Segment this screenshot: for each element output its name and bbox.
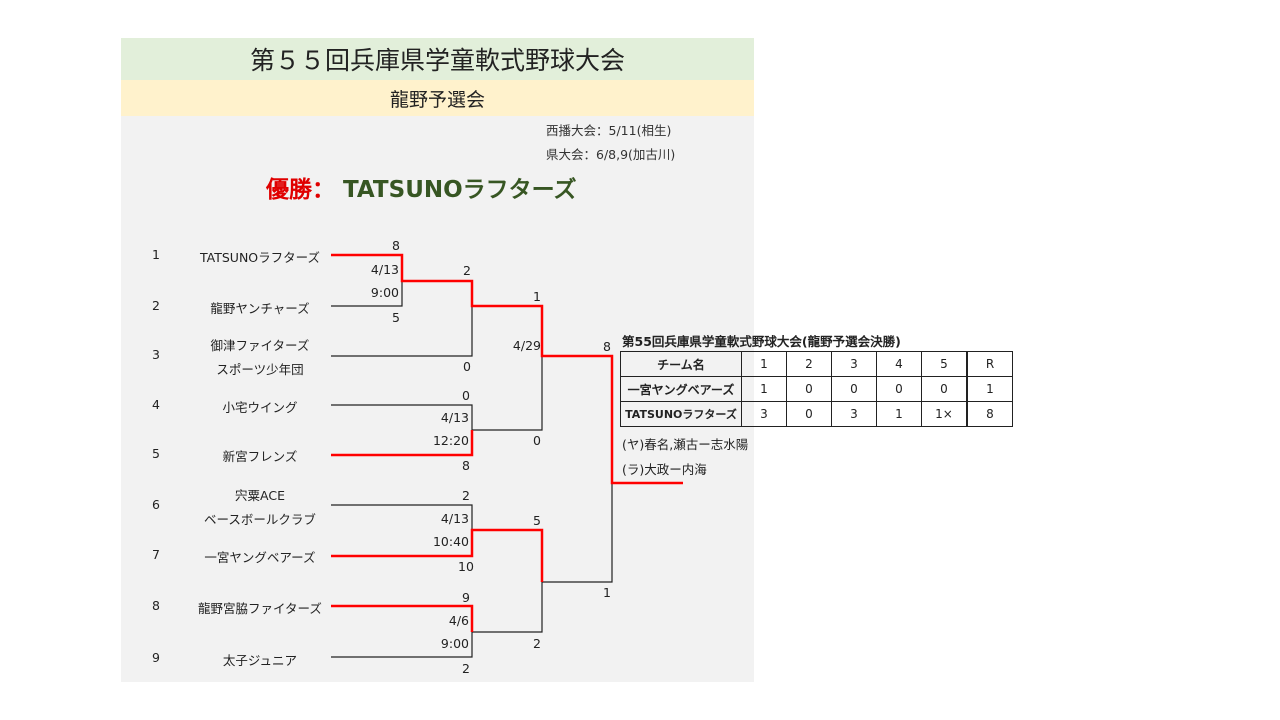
team-name: 小宅ウイング <box>222 400 298 415</box>
team-name: 御津ファイターズ <box>210 338 310 353</box>
match-score: 0 <box>533 433 541 448</box>
match-score: 2 <box>533 636 541 651</box>
match-score: 9 <box>462 590 470 605</box>
bracket-line <box>472 356 543 431</box>
inning-cell: 3 <box>831 401 877 427</box>
seed-number: 6 <box>152 497 160 512</box>
match-score: 5 <box>533 513 541 528</box>
seed-number: 1 <box>152 247 160 262</box>
table-row: 一宮ヤングベアーズ 1 0 0 0 0 1 <box>620 376 1013 402</box>
winner-path <box>331 604 474 632</box>
match-score: 2 <box>462 661 470 676</box>
total-cell: 1 <box>966 376 1013 402</box>
seed-number: 9 <box>152 650 160 665</box>
bracket-line <box>472 582 543 633</box>
match-score: 10 <box>458 559 474 574</box>
winner-team: TATSUNOラフターズ <box>343 177 577 203</box>
match-time: 9:00 <box>370 285 399 300</box>
scoreboard-table: チーム名 1 2 3 4 5 R 一宮ヤングベアーズ 1 0 0 0 0 1 T… <box>620 351 1013 427</box>
seed-number: 3 <box>152 347 160 362</box>
match-score: 5 <box>392 310 400 325</box>
team-name: ベースボールクラブ <box>204 512 316 527</box>
total-cell: 8 <box>966 401 1013 427</box>
team-name: 太子ジュニア <box>222 653 298 668</box>
inning-cell: 0 <box>786 401 832 427</box>
seed-number: 5 <box>152 446 160 461</box>
match-time: 12:20 <box>432 433 469 448</box>
team-name: 龍野ヤンチャーズ <box>210 301 310 316</box>
inning-cell: 0 <box>786 376 832 402</box>
winner-label: 優勝： <box>266 177 335 203</box>
battery-yanchars: (ヤ)春名,瀬古ー志水陽 <box>622 437 749 452</box>
seed-number: 4 <box>152 397 160 412</box>
header-cell: 1 <box>741 351 787 377</box>
team-name: 宍粟ACE <box>235 488 285 503</box>
header-cell: R <box>966 351 1013 377</box>
scoreboard-title: 第55回兵庫県学童軟式野球大会(龍野予選会決勝) <box>622 334 901 349</box>
team-cell: 一宮ヤングベアーズ <box>620 376 742 402</box>
inning-cell: 0 <box>921 376 968 402</box>
page-subtitle: 龍野予選会 <box>121 80 754 116</box>
inning-cell: 0 <box>876 376 922 402</box>
title-text: 第５５回兵庫県学童軟式野球大会 <box>249 46 625 75</box>
match-score: 8 <box>392 238 400 253</box>
match-score: 2 <box>462 488 470 503</box>
header-cell: チーム名 <box>620 351 742 377</box>
inning-cell: 0 <box>831 376 877 402</box>
final-score: 8 <box>603 339 611 354</box>
winner-banner: 優勝： TATSUNOラフターズ <box>266 170 577 204</box>
page-title: 第５５回兵庫県学童軟式野球大会 <box>121 38 754 80</box>
team-cell: TATSUNOラフターズ <box>620 401 742 427</box>
winner-path <box>331 253 683 485</box>
bracket-line <box>331 632 473 658</box>
match-score: 1 <box>533 289 541 304</box>
table-row: TATSUNOラフターズ 3 0 3 1 1× 8 <box>620 401 1013 427</box>
team-name: 新宮フレンズ <box>222 449 298 464</box>
header-cell: 3 <box>831 351 877 377</box>
bracket-line <box>331 281 403 307</box>
battery-laughters: (ラ)大政ー内海 <box>622 462 707 477</box>
header-cell: 2 <box>786 351 832 377</box>
seed-number: 8 <box>152 598 160 613</box>
match-time: 10:40 <box>432 534 469 549</box>
seed-number: 2 <box>152 298 160 313</box>
inning-cell: 1× <box>921 401 968 427</box>
schedule-prefectural: 県大会：6/8,9(加古川) <box>546 147 676 162</box>
final-score: 1 <box>603 585 611 600</box>
inning-cell: 1 <box>741 376 787 402</box>
team-name: 一宮ヤングベアーズ <box>204 550 316 565</box>
header-cell: 5 <box>921 351 968 377</box>
team-name: 龍野宮脇ファイターズ <box>198 601 322 616</box>
team-name: TATSUNOラフターズ <box>199 250 321 265</box>
inning-cell: 3 <box>741 401 787 427</box>
subtitle-text: 龍野予選会 <box>389 88 485 111</box>
match-date: 4/6 <box>448 613 469 628</box>
match-time: 9:00 <box>440 636 469 651</box>
scoreboard-header-row: チーム名 1 2 3 4 5 R <box>620 351 1013 377</box>
match-score: 0 <box>462 388 470 403</box>
winner-path <box>331 528 544 582</box>
winner-path <box>331 430 474 457</box>
match-score: 8 <box>462 458 470 473</box>
match-date: 4/29 <box>512 338 541 353</box>
bracket-line <box>331 504 473 530</box>
match-date: 4/13 <box>440 410 469 425</box>
match-date: 4/13 <box>440 511 469 526</box>
bracket-line <box>331 404 473 430</box>
seed-number: 7 <box>152 547 160 562</box>
inning-cell: 1 <box>876 401 922 427</box>
bracket-line <box>331 306 473 357</box>
team-name: スポーツ少年団 <box>216 362 304 377</box>
match-score: 2 <box>463 263 471 278</box>
match-score: 0 <box>463 359 471 374</box>
header-cell: 4 <box>876 351 922 377</box>
schedule-regional: 西播大会：5/11(相生) <box>546 123 672 138</box>
bracket-line <box>542 483 613 583</box>
match-date: 4/13 <box>370 262 399 277</box>
